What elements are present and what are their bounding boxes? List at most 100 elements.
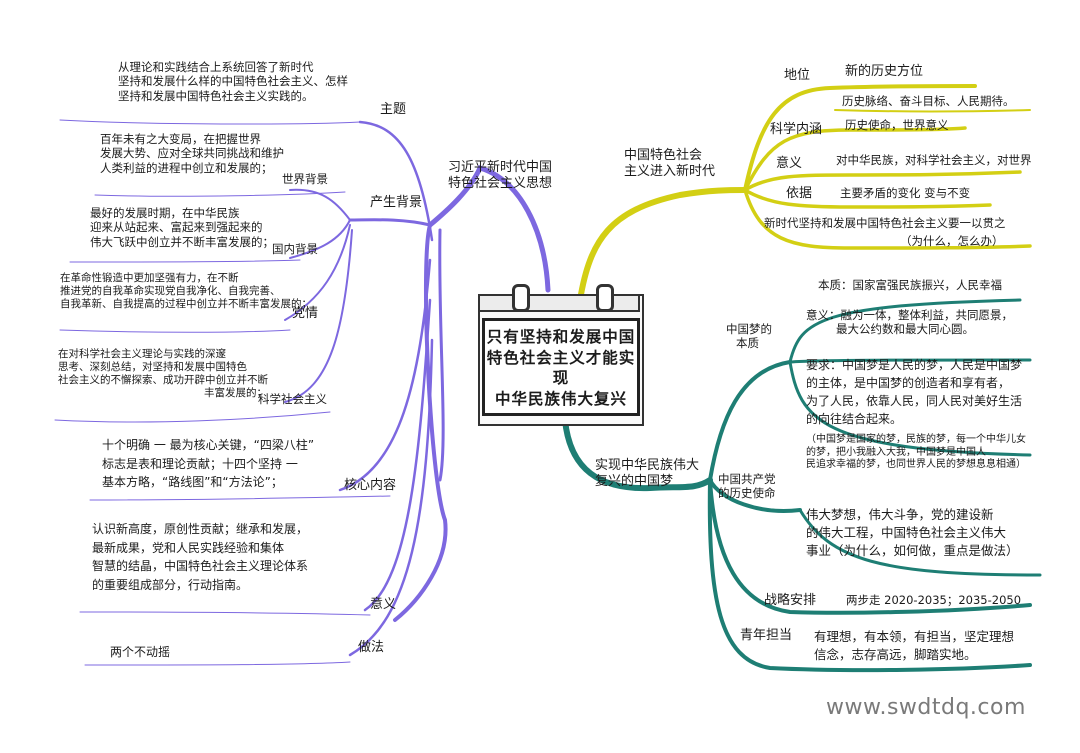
binder-ring-icon [596,284,614,312]
core-content-label: 核心内容 [344,478,397,493]
text-line: 认识新高度，原创性贡献；继承和发展， [92,522,309,536]
topic-line: 中国特色社会 [624,148,703,163]
text-line: 为了人民，依靠人民，同人民对美好生活 [806,394,1023,408]
theme-line-text: 新时代坚持和发展中国特色社会主义要一以贯之 [764,216,1006,230]
text-line: 百年未有之大变局，在把握世界 [100,132,261,146]
background-label: 产生背景 [370,195,423,210]
mission-text: 伟大梦想，伟大斗争，党的建设新 的伟大工程，中国特色社会主义伟大 事业（为什么，… [806,506,1019,560]
dream-meaning-text: 意义：融为一体，整体利益，共同愿景， 最大公约数和最大同心圆。 [806,308,1013,337]
left-branches [54,119,551,666]
right-top-branches [577,84,1032,303]
text-line: 坚持和发展中国特色社会主义实践的。 [118,88,314,103]
topic-line: 实现中华民族伟大 [595,458,700,473]
youth-label: 青年担当 [740,628,793,643]
center-title-line: 特色社会主义才能实现 [486,348,636,388]
text-line: 事业（为什么，如何做，重点是做法） [806,543,1019,559]
status-label: 地位 [784,68,811,83]
status-subtext: 历史脉络、奋斗目标、人民期待。 [842,94,1015,108]
text-line: 有理想，有本领，有担当，坚定理想 [814,629,1015,644]
basis-label: 依据 [786,186,813,201]
status-text: 新的历史方位 [845,64,924,79]
text-line: 自我革新、自我提高的过程中创立并不断丰富发展的； [60,298,312,311]
domestic-background-label: 国内背景 [272,242,318,256]
text-line: 十个明确 一 最为核心关键，“四梁八柱” [102,438,315,452]
center-title-box: 只有坚持和发展中国 特色社会主义才能实现 中华民族伟大复兴 [482,318,640,416]
practice-text: 两个不动摇 [110,645,171,659]
label-line: 中国梦的 [726,322,772,336]
left-main-topic: 习近平新时代中国 特色社会主义思想 [448,160,552,193]
significance-text: 对中华民族，对科学社会主义，对世界 [836,153,1032,167]
text-line: 基本方略，“路线图”和“方法论”； [102,475,283,490]
text-line: 坚持和发展什么样的中国特色社会主义、怎样 [118,74,348,89]
meaning-text: 认识新高度，原创性贡献；继承和发展， 最新成果，党和人民实践经验和集体 智慧的结… [92,520,308,594]
text-line: 推进党的自我革命实现党自我净化、自我完善、 [60,285,281,298]
text-line: （中国梦是国家的梦，民族的梦，每一个中华儿女 [806,434,1026,445]
dream-essence-text: 本质：国家富强民族振兴，人民幸福 [818,278,1002,292]
connotation-text: 历史使命，世界意义 [845,118,949,132]
right-top-topic: 中国特色社会 主义进入新时代 [624,148,715,181]
text-line: 的重要组成部分，行动指南。 [92,577,249,592]
core-content-text: 十个明确 一 最为核心关键，“四梁八柱” 标志是表和理论贡献；十四个坚持 一 基… [102,436,314,492]
text-line: 意义：融为一体，整体利益，共同愿景， [806,308,1013,322]
text-line: 在对科学社会主义理论与实践的深邃 [58,348,226,360]
connotation-label: 科学内涵 [770,122,823,137]
left-main-topic-line: 习近平新时代中国 [448,160,553,175]
mission-label: 中国共产党 的历史使命 [718,472,776,501]
science-background-text: 在对科学社会主义理论与实践的深邃 思考、深刻总结，对坚持和发展中国特色 社会主义… [58,348,268,401]
theme-text: 从理论和实践结合上系统回答了新时代 坚持和发展什么样的中国特色社会主义、怎样 坚… [118,60,348,103]
text-line: 思考、深刻总结，对坚持和发展中国特色 [58,361,247,374]
text-line: 人类利益的进程中创立和发展的； [100,160,273,175]
text-line: 社会主义的不懈探索、成功开辟中创立并不断 [58,374,268,387]
science-background-label: 科学社会主义 [258,392,327,406]
text-line: 的梦，把小我融入大我，中国梦是中国人 [806,446,986,458]
topic-line: 主义进入新时代 [624,164,716,180]
center-title-line: 只有坚持和发展中国 [486,328,636,346]
text-line: 的向往结合起来。 [806,412,903,426]
label-line: 的历史使命 [718,486,776,501]
center-title-line: 中华民族伟大复兴 [494,389,627,408]
text-line: 丰富发展的； [204,387,267,400]
dream-essence-label: 中国梦的 本质 [726,322,772,351]
practice-label: 做法 [358,640,385,655]
basis-text: 主要矛盾的变化 变与不变 [840,186,971,200]
text-line: 民追求幸福的梦，也同世界人民的梦想息息相通） [806,459,1026,470]
text-line: 的主体，是中国梦的创造者和享有者， [806,376,1011,390]
left-main-topic-line: 特色社会主义思想 [448,176,553,192]
party-background-text: 在革命性锻造中更加坚强有力，在不断 推进党的自我革命实现党自我净化、自我完善、 … [60,272,312,311]
dream-require-text: 要求：中国梦是人民的梦，人民是中国梦 的主体，是中国梦的创造者和享有者， 为了人… [806,356,1022,428]
label-line: 本质 [736,336,759,351]
text-line: 最好的发展时期，在中华民族 [90,206,240,220]
text-line: 在革命性锻造中更加坚强有力，在不断 [60,272,239,284]
text-line: 伟大梦想，伟大斗争，党的建设新 [806,507,994,522]
significance-label: 意义 [776,156,803,171]
text-line: 最大公约数和最大同心圆。 [836,322,974,337]
center-card-binder [478,294,640,312]
youth-text: 有理想，有本领，有担当，坚定理想 信念，志存高远，脚踏实地。 [814,628,1014,664]
theme-line-subtext: （为什么，怎么办） [900,234,1004,248]
label-line: 中国共产党 [718,472,776,486]
text-line: 要求：中国梦是人民的梦，人民是中国梦 [806,358,1023,372]
strategy-text: 两步走 2020-2035；2035-2050 [846,593,1022,607]
topic-line: 复兴的中国梦 [595,474,674,490]
center-title: 只有坚持和发展中国 特色社会主义才能实现 中华民族伟大复兴 [485,321,637,409]
meaning-label: 意义 [370,597,397,612]
text-line: 智慧的结晶，中国特色社会主义理论体系 [92,559,309,574]
domestic-background-text: 最好的发展时期，在中华民族 迎来从站起来、富起来到强起来的 伟大飞跃中创立并不断… [90,206,274,249]
watermark: www.swdtdq.com [826,695,1026,720]
text-line: 从理论和实践结合上系统回答了新时代 [118,60,314,74]
text-line: 迎来从站起来、富起来到强起来的 [90,220,263,235]
text-line: 伟大飞跃中创立并不断丰富发展的； [90,234,274,249]
binder-ring-icon [512,284,530,312]
world-background-text: 百年未有之大变局，在把握世界 发展大势、应对全球共同挑战和维护 人类利益的进程中… [100,132,284,175]
text-line: 最新成果，党和人民实践经验和集体 [92,540,285,555]
party-background-label: 党情 [292,306,319,321]
strategy-label: 战略安排 [764,593,817,608]
text-line: 标志是表和理论贡献；十四个坚持 一 [102,456,298,471]
text-line: 的伟大工程，中国特色社会主义伟大 [806,525,1007,541]
text-line: 信念，志存高远，脚踏实地。 [814,647,977,663]
dream-note-text: （中国梦是国家的梦，民族的梦，每一个中华儿女 的梦，把小我融入大我，中国梦是中国… [806,434,1026,472]
theme-label: 主题 [380,102,407,117]
right-bottom-topic: 实现中华民族伟大 复兴的中国梦 [595,458,699,491]
right-bottom-branches [562,298,1042,673]
